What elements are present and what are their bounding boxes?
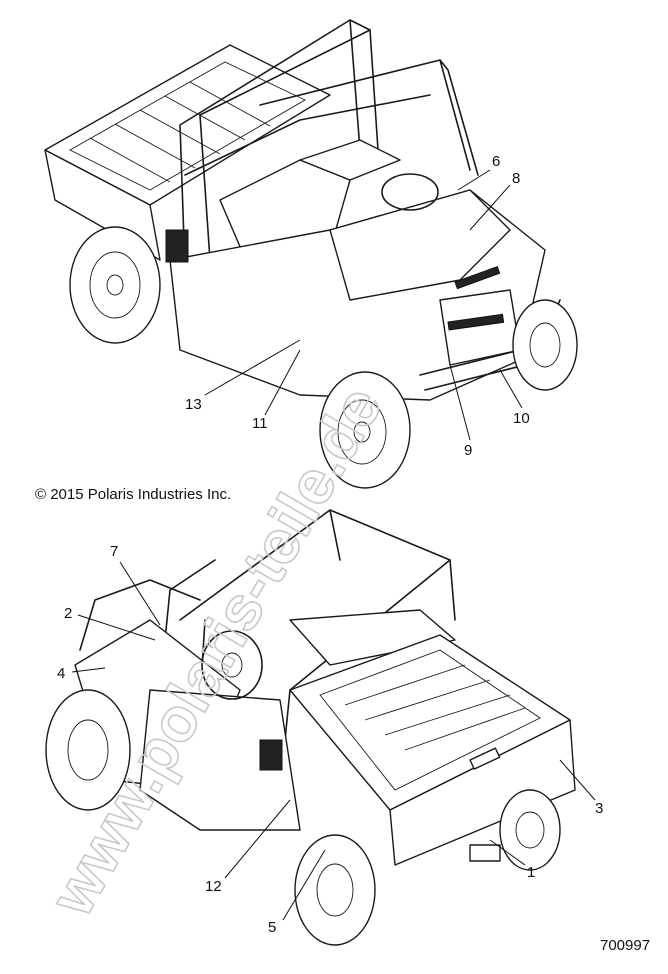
top-vehicle-illustration — [44, 19, 578, 489]
callout-3: 3 — [595, 800, 603, 817]
callout-7: 7 — [110, 543, 118, 560]
rear-right-wheel-bottom — [499, 789, 561, 871]
rear-left-wheel — [69, 226, 161, 344]
callout-1: 1 — [527, 864, 535, 881]
copyright-text: © 2015 Polaris Industries Inc. — [35, 486, 231, 503]
callout-12: 12 — [205, 878, 222, 895]
callout-4: 4 — [57, 665, 65, 682]
callouts-bottom: 7 2 4 12 5 1 3 — [57, 543, 603, 936]
callout-6: 6 — [492, 153, 500, 170]
front-wheel-bottom — [45, 689, 131, 811]
callout-10: 10 — [513, 410, 530, 427]
bottom-leader-lines — [71, 561, 596, 921]
front-right-wheel — [512, 299, 578, 391]
callout-11: 11 — [252, 415, 268, 432]
figure-number: 700997 — [600, 937, 650, 954]
callout-8: 8 — [512, 170, 520, 187]
callout-13: 13 — [185, 396, 202, 413]
callout-9: 9 — [464, 442, 472, 459]
callout-5: 5 — [268, 919, 276, 936]
rear-left-wheel-bottom — [294, 834, 376, 946]
callout-2: 2 — [64, 605, 72, 622]
callouts-top: 6 8 13 11 9 10 — [185, 153, 530, 459]
front-left-wheel — [319, 371, 411, 489]
bottom-vehicle-illustration — [45, 509, 576, 946]
top-leader-lines — [204, 169, 523, 441]
